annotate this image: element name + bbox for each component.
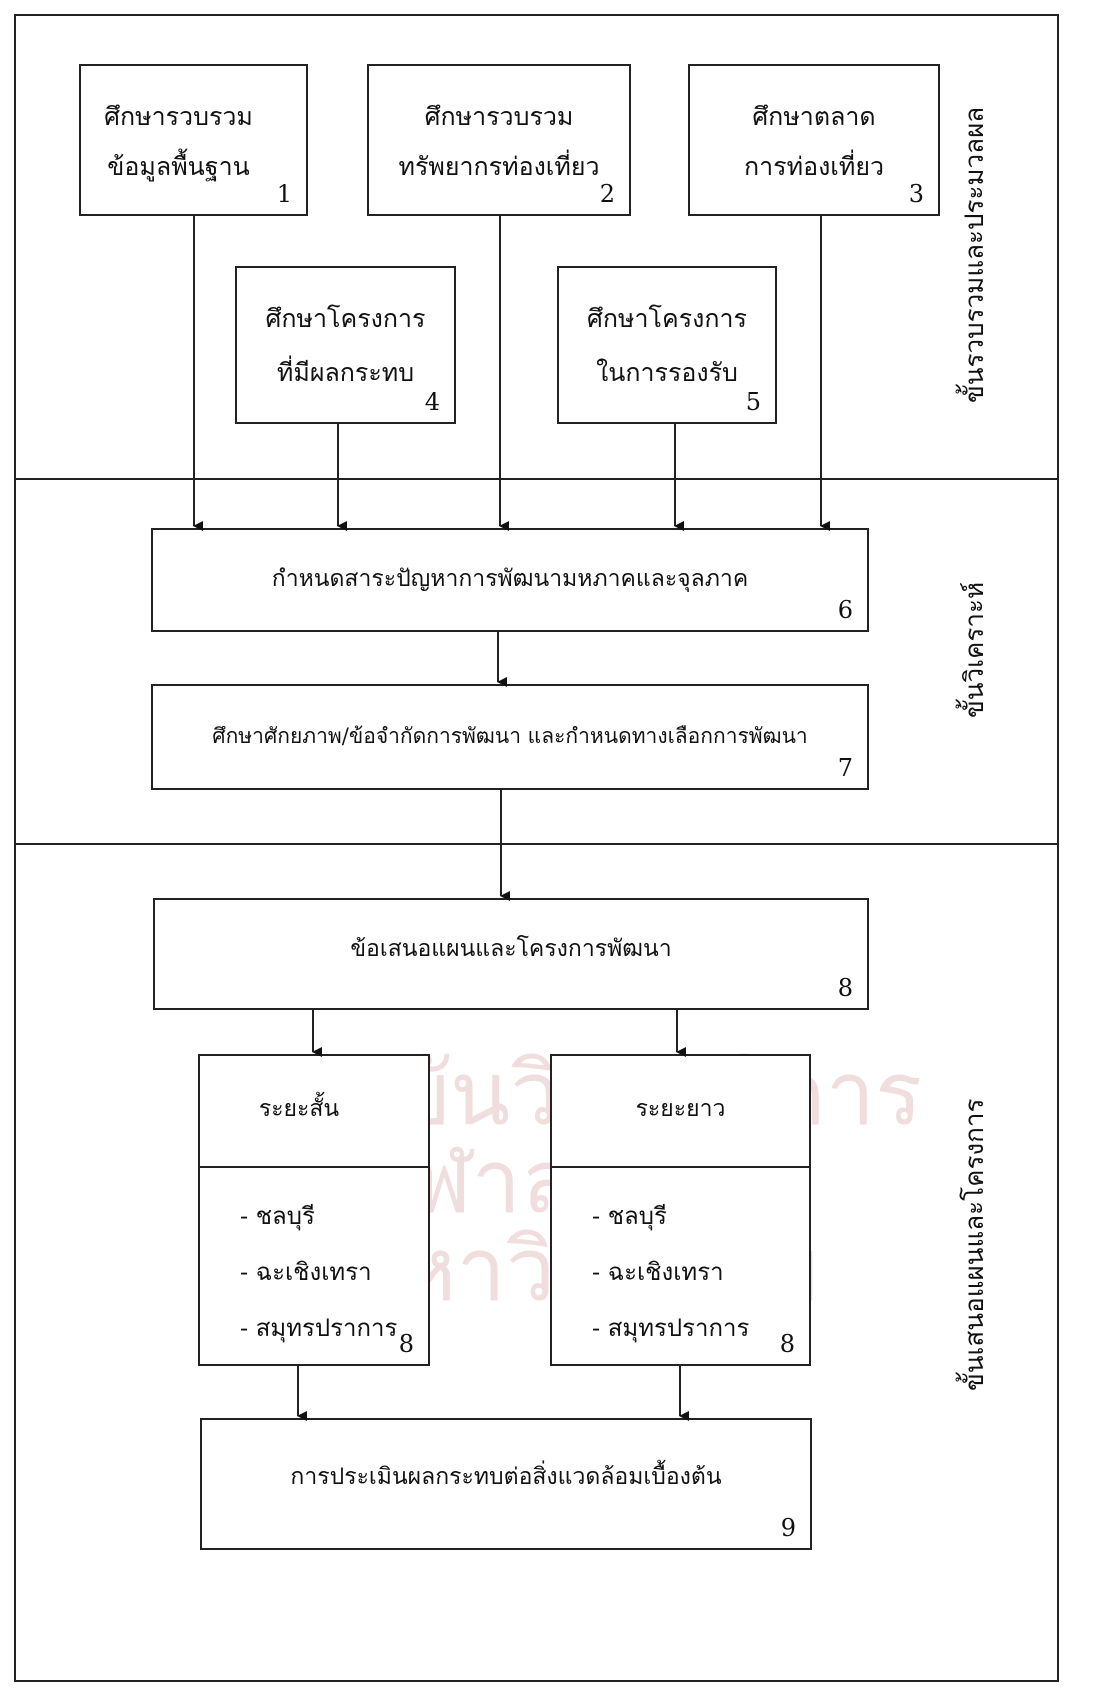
box-support-projects-line2: ในการรองรับ: [596, 358, 738, 387]
diagram-frame: [14, 14, 1059, 1682]
box-basic-data: ศึกษารวบรวม ข้อมูลพื้นฐาน 1: [79, 64, 308, 216]
box-tourism-resources-line2: ทรัพยากรท่องเที่ยว: [398, 152, 600, 181]
box-impact-projects-line1: ศึกษาโครงการ: [265, 304, 426, 333]
box-tourism-resources-line1: ศึกษารวบรวม: [424, 102, 574, 131]
box-potential-constraints: ศึกษาศักยภาพ/ข้อจำกัดการพัฒนา และกำหนดทา…: [151, 684, 869, 790]
long-term-item: - ชลบุรี: [592, 1202, 667, 1230]
short-term-item: - สมุทรปราการ: [240, 1314, 398, 1342]
box-support-projects-number: 5: [745, 388, 761, 416]
box-plan-proposal-number: 8: [837, 974, 853, 1002]
long-term-item: - ฉะเชิงเทรา: [592, 1258, 724, 1286]
box-potential-constraints-text: ศึกษาศักยภาพ/ข้อจำกัดการพัฒนา และกำหนดทา…: [212, 724, 808, 748]
box-short-term: ระยะสั้น - ชลบุรี - ฉะเชิงเทรา - สมุทรปร…: [198, 1054, 430, 1366]
box-tourism-market: ศึกษาตลาด การท่องเที่ยว 3: [688, 64, 940, 216]
short-term-list: - ชลบุรี - ฉะเชิงเทรา - สมุทรปราการ: [240, 1188, 397, 1356]
box-impact-projects-number: 4: [424, 388, 440, 416]
box-tourism-resources: ศึกษารวบรวม ทรัพยากรท่องเที่ยว 2: [367, 64, 631, 216]
box-support-projects: ศึกษาโครงการ ในการรองรับ 5: [557, 266, 777, 424]
short-term-title: ระยะสั้น: [258, 1096, 340, 1122]
long-term-divider: [552, 1166, 809, 1168]
box-define-issues-text: กำหนดสาระปัญหาการพัฒนามหภาคและจุลภาค: [271, 566, 749, 592]
short-term-item: - ชลบุรี: [240, 1202, 315, 1230]
short-term-item: - ฉะเชิงเทรา: [240, 1258, 372, 1286]
box-environmental-impact-number: 9: [780, 1514, 796, 1542]
box-plan-proposal: ข้อเสนอแผนและโครงการพัฒนา 8: [153, 898, 869, 1010]
long-term-title: ระยะยาว: [635, 1096, 726, 1122]
box-basic-data-number: 1: [276, 180, 292, 208]
box-tourism-market-line1: ศึกษาตลาด: [752, 102, 876, 131]
box-support-projects-line1: ศึกษาโครงการ: [587, 304, 747, 333]
short-term-divider: [200, 1166, 428, 1168]
box-impact-projects: ศึกษาโครงการ ที่มีผลกระทบ 4: [235, 266, 456, 424]
box-potential-constraints-number: 7: [837, 754, 853, 782]
long-term-list: - ชลบุรี - ฉะเชิงเทรา - สมุทรปราการ: [592, 1188, 749, 1356]
box-define-issues: กำหนดสาระปัญหาการพัฒนามหภาคและจุลภาค 6: [151, 528, 869, 632]
box-basic-data-line1: ศึกษารวบรวม: [104, 102, 253, 131]
box-impact-projects-line2: ที่มีผลกระทบ: [276, 358, 415, 387]
stage-divider-1: [14, 478, 1059, 480]
box-tourism-market-line2: การท่องเที่ยว: [743, 152, 884, 181]
long-term-item: - สมุทรปราการ: [592, 1314, 750, 1342]
box-tourism-resources-number: 2: [599, 180, 615, 208]
box-define-issues-number: 6: [837, 596, 853, 624]
box-plan-proposal-text: ข้อเสนอแผนและโครงการพัฒนา: [350, 936, 672, 962]
long-term-number: 8: [779, 1330, 795, 1358]
box-basic-data-line2: ข้อมูลพื้นฐาน: [107, 152, 250, 181]
box-environmental-impact-text: การประเมินผลกระทบต่อสิ่งแวดล้อมเบื้องต้น: [290, 1464, 722, 1490]
stage-divider-2: [14, 843, 1059, 845]
short-term-number: 8: [398, 1330, 414, 1358]
box-tourism-market-number: 3: [908, 180, 924, 208]
box-environmental-impact: การประเมินผลกระทบต่อสิ่งแวดล้อมเบื้องต้น…: [200, 1418, 812, 1550]
